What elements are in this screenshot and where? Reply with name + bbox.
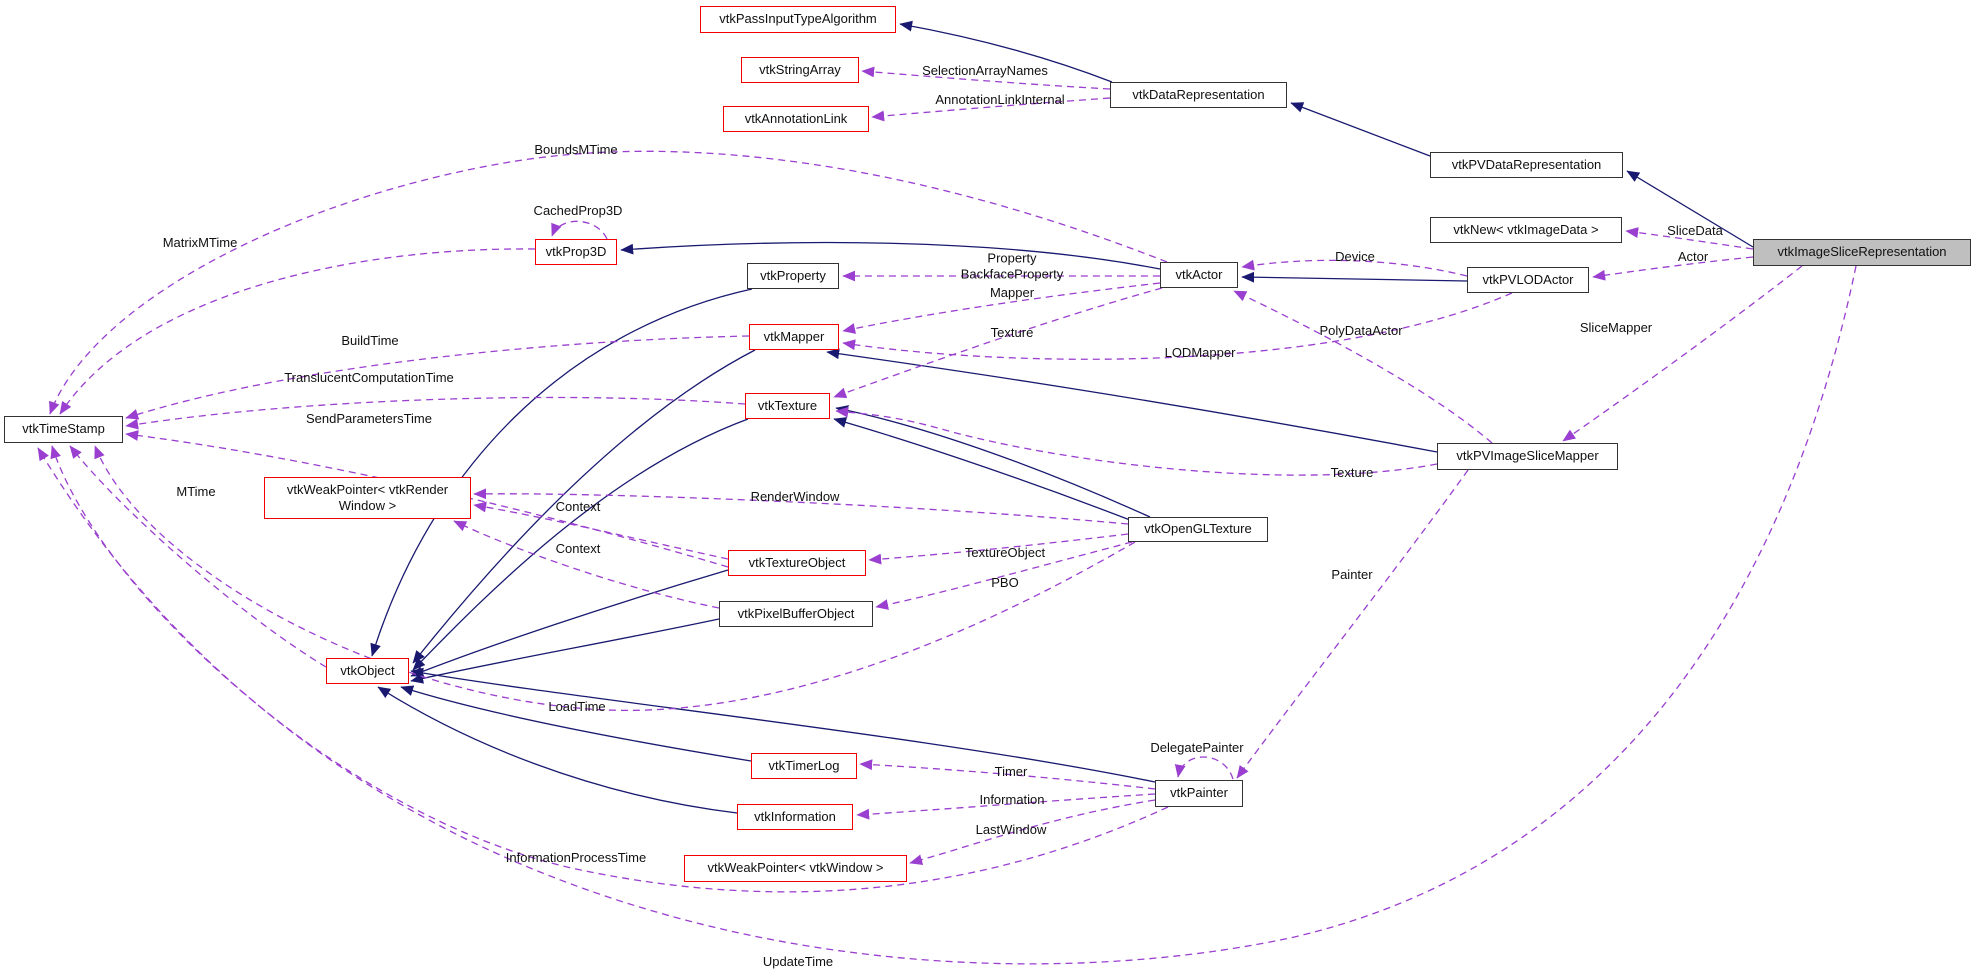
edge-context-upper xyxy=(473,501,729,560)
edge-pvism-mapper xyxy=(826,348,1438,453)
class-node-vtkinformation[interactable]: vtkInformation xyxy=(737,804,853,830)
class-node-vtkstringarray[interactable]: vtkStringArray xyxy=(741,57,859,83)
edge-updatetime xyxy=(37,265,1857,965)
edge-pvlod-actor xyxy=(1241,271,1468,283)
edge-buildtime xyxy=(125,335,750,420)
edge-informationprocesstime xyxy=(50,445,1169,893)
edge-pbo-label xyxy=(875,541,1133,610)
edge-cachedprop3d xyxy=(551,220,608,240)
edge-slicedata xyxy=(1625,227,1754,250)
edge-slicemapper xyxy=(1562,265,1803,442)
edge-mapper-label xyxy=(842,282,1161,334)
edge-pbo-object xyxy=(410,618,720,684)
edge-timerlog-object xyxy=(400,685,752,762)
edge-painter-label xyxy=(1236,469,1469,779)
edge-translucentcomputationtime xyxy=(125,396,746,430)
edge-property-object xyxy=(370,288,753,657)
edge-matrixmtime xyxy=(59,248,536,415)
edge-textureobject xyxy=(868,533,1129,565)
edge-lodmapper xyxy=(842,292,1513,360)
class-node-vtktimestamp[interactable]: vtkTimeStamp xyxy=(4,416,123,443)
class-node-vtkdatarepresentation[interactable]: vtkDataRepresentation xyxy=(1110,82,1287,108)
edge-ogl-texture-a xyxy=(833,417,1131,521)
class-node-vtktexture[interactable]: vtkTexture xyxy=(745,393,830,419)
edge-texture-mid xyxy=(833,287,1163,399)
edge-ogl-texture-b xyxy=(835,405,1151,518)
class-node-vtkopengltexture[interactable]: vtkOpenGLTexture xyxy=(1128,517,1268,542)
edge-actor-prop3d xyxy=(620,241,1161,270)
class-node-vtkpixelbufferobject[interactable]: vtkPixelBufferObject xyxy=(719,601,873,627)
edge-information-object xyxy=(377,686,738,814)
edge-renderwindow xyxy=(473,488,1129,525)
edge-actor-label xyxy=(1592,256,1754,281)
edge-polydataactor xyxy=(1233,290,1493,444)
edge-target-pvDataRep xyxy=(1626,170,1754,248)
class-node-vtkpvdatarepresentation[interactable]: vtkPVDataRepresentation xyxy=(1430,152,1623,178)
class-node-vtkimageslicerepresentation: vtkImageSliceRepresentation xyxy=(1753,239,1971,266)
class-node-vtkpvimageslicemapper[interactable]: vtkPVImageSliceMapper xyxy=(1437,443,1618,470)
edge-annotationlinkinternal xyxy=(871,97,1111,122)
edge-boundsmtime xyxy=(49,150,1168,415)
class-node-vtkannotationlink[interactable]: vtkAnnotationLink xyxy=(723,106,869,132)
class-node-vtkactor[interactable]: vtkActor xyxy=(1160,262,1238,288)
edge-information-label xyxy=(856,793,1156,820)
edge-selectionarraynames xyxy=(861,66,1111,90)
edge-device xyxy=(1241,259,1468,277)
class-node-vtkpvlodactor[interactable]: vtkPVLODActor xyxy=(1467,267,1589,293)
edge-timer xyxy=(859,759,1156,790)
edge-texture-object xyxy=(412,418,749,671)
class-node-vtktextureobject[interactable]: vtkTextureObject xyxy=(728,550,866,576)
edge-context-lower xyxy=(453,520,720,609)
class-node-vtkpainter[interactable]: vtkPainter xyxy=(1155,780,1243,807)
edge-texture-right xyxy=(835,406,1438,476)
edge-delegatepainter xyxy=(1174,756,1234,780)
edge-loadtime xyxy=(94,445,1136,712)
class-node-vtkobject[interactable]: vtkObject xyxy=(326,658,409,684)
class-node-vtkproperty[interactable]: vtkProperty xyxy=(747,263,839,289)
class-node-vtkweakpointer-vtkwindow[interactable]: vtkWeakPointer< vtkWindow > xyxy=(684,855,907,882)
class-node-vtkpassinputtypealgorithm[interactable]: vtkPassInputTypeAlgorithm xyxy=(700,6,896,33)
class-node-vtknew-vtkimagedata[interactable]: vtkNew< vtkImageData > xyxy=(1430,217,1622,243)
class-node-vtkweakpointer-vtkrender-window[interactable]: vtkWeakPointer< vtkRender Window > xyxy=(264,477,471,519)
class-node-vtkprop3d[interactable]: vtkProp3D xyxy=(535,239,617,265)
edge-lastwindow xyxy=(909,799,1156,865)
edge-dataRep-passInput xyxy=(899,20,1113,83)
class-node-vtktimerlog[interactable]: vtkTimerLog xyxy=(751,753,857,779)
edge-painter-object xyxy=(410,667,1156,783)
edge-texobj-object xyxy=(410,569,729,677)
edge-mtime xyxy=(69,445,327,668)
edge-pvDataRep-dataRep xyxy=(1290,102,1431,157)
class-node-vtkmapper[interactable]: vtkMapper xyxy=(749,324,839,350)
